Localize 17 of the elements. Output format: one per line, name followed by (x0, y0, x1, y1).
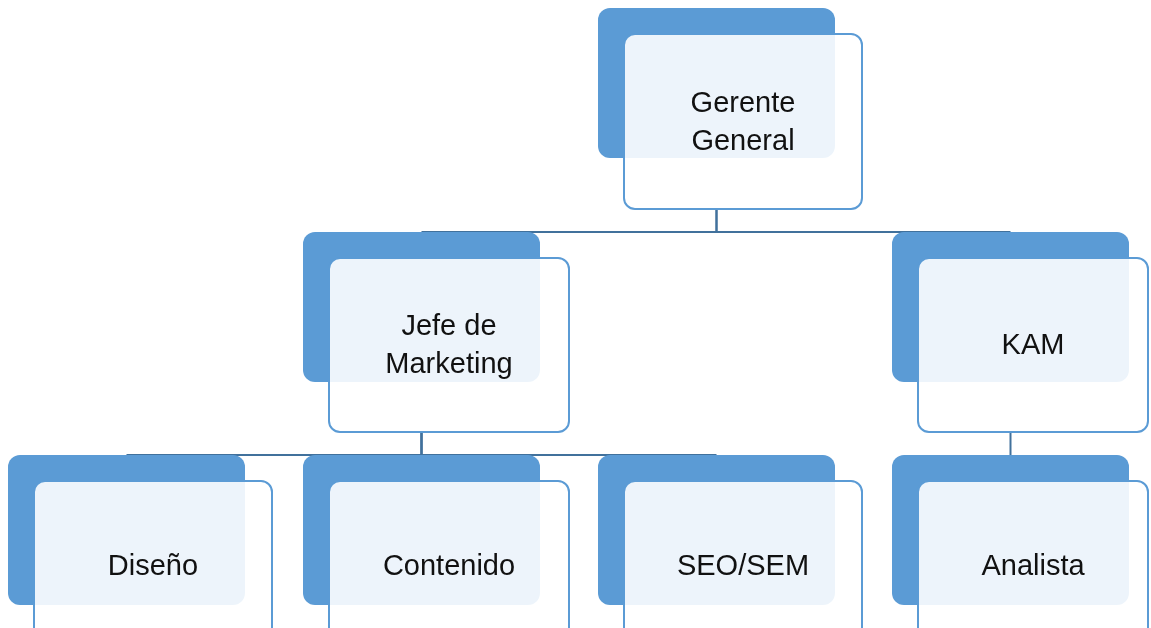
org-box (8, 455, 273, 628)
position-title: Jefe de Marketing (384, 308, 514, 381)
org-box (892, 455, 1149, 628)
position-title: SEO/SEM (676, 547, 810, 583)
org-box (303, 232, 570, 433)
connector-line (715, 209, 1012, 233)
position-title: Contenido (382, 547, 516, 583)
position-title: Analista (981, 547, 1085, 583)
connector-line (1009, 432, 1012, 456)
connector-line (420, 432, 718, 456)
position-title: KAM (1001, 327, 1065, 363)
org-box (598, 455, 863, 628)
position-title: Diseño (107, 547, 199, 583)
org-box (892, 232, 1149, 433)
org-box (598, 8, 863, 210)
org-box (303, 455, 570, 628)
position-title: Gerente General (689, 84, 797, 158)
